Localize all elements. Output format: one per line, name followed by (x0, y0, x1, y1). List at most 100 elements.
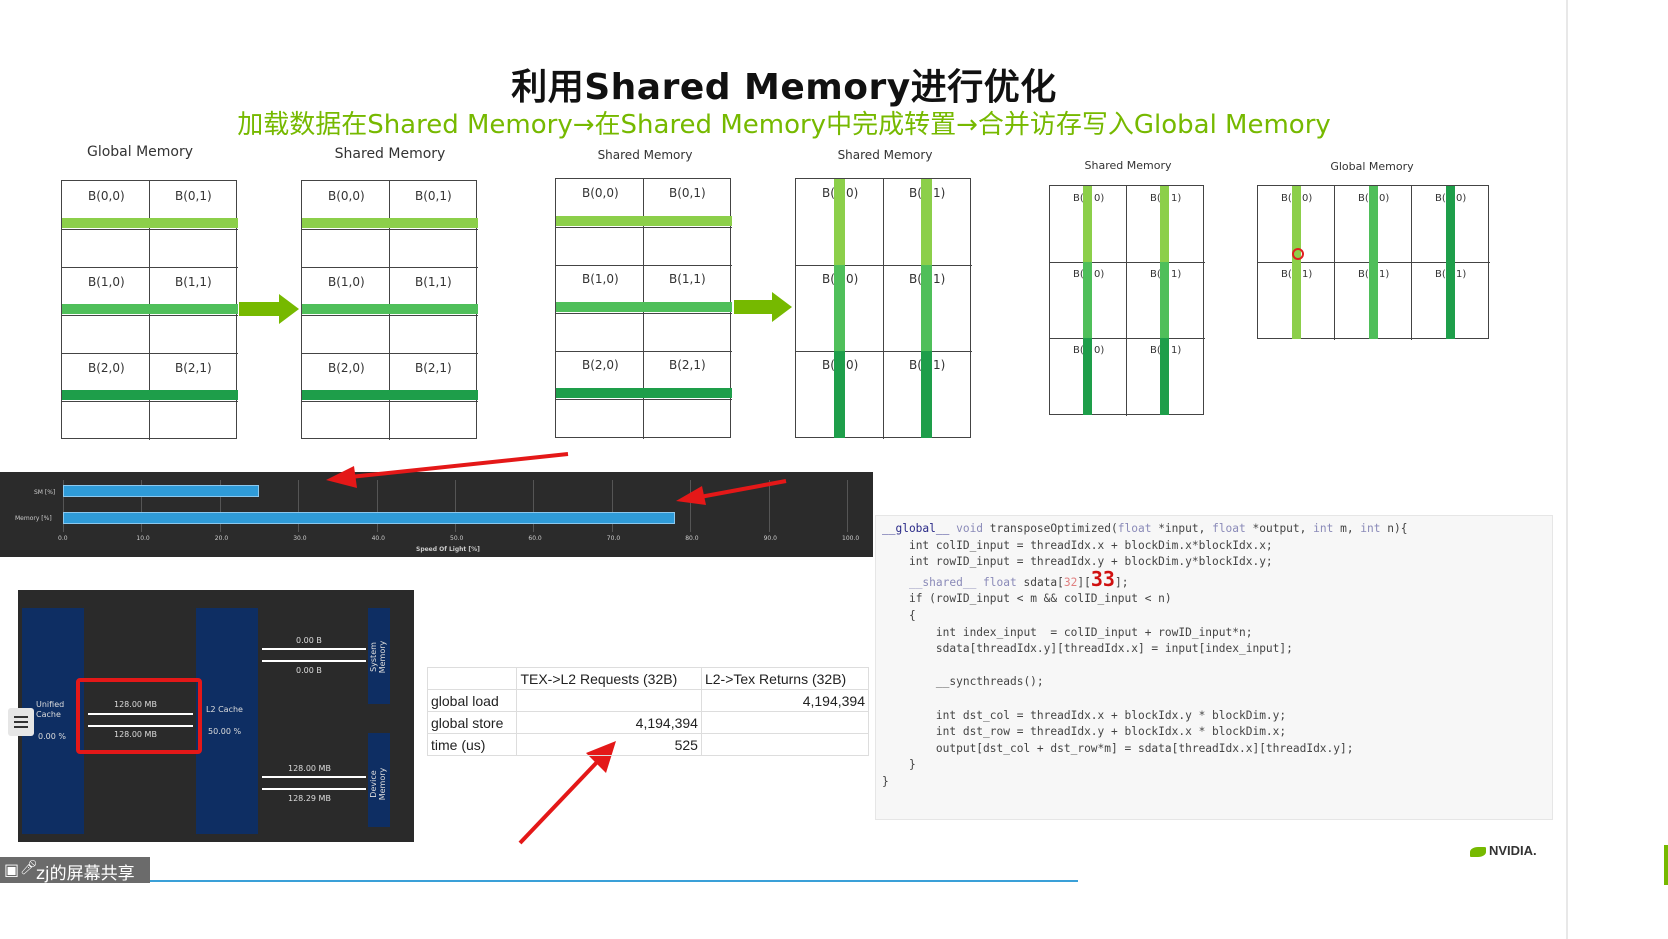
code-token: int (1313, 522, 1334, 535)
cursor-pointer-icon (1292, 248, 1304, 260)
code-line: __syncthreads(); (935, 675, 1044, 689)
table-row: time (us) 525 (426, 733, 870, 756)
table-header (426, 667, 518, 690)
code-line: int dst_row = threadIdx.y + blockIdx.x *… (935, 725, 1287, 739)
cell-partial: B( (1435, 269, 1446, 280)
l2-cache-label: L2 Cache (206, 705, 243, 714)
cell-partial: 0) (1094, 345, 1105, 356)
screen-share-icon: ▣ (4, 860, 20, 879)
cell-partial: B( (1358, 269, 1369, 280)
l1-l2-bottom-value: 128.00 MB (114, 730, 157, 739)
x-tick-label: 50.0 (450, 535, 464, 542)
nvidia-logo: NVIDIA. (1470, 843, 1537, 858)
code-token: float (1117, 522, 1152, 535)
table-header: L2->Tex Returns (32B) (700, 667, 870, 690)
cell-partial: B( (822, 272, 835, 286)
code-line: } (882, 774, 889, 788)
x-tick-label: 30.0 (293, 535, 307, 542)
sys-bottom-value: 0.00 B (296, 666, 322, 675)
cell-partial: B( (1281, 193, 1292, 204)
cell-partial: 1) (1171, 345, 1182, 356)
arrow-dev-bottom (262, 788, 366, 790)
code-token: *output, (1245, 522, 1314, 535)
cell-partial: B( (1150, 269, 1161, 280)
annotation-arrow-1 (326, 452, 569, 488)
code-token: sdata[ (1016, 575, 1064, 589)
screen-share-label: zj的屏幕共享 (36, 864, 135, 884)
screen-share-badge[interactable]: ▣ 🎤︎ zj的屏幕共享 (0, 857, 150, 884)
cell-b00: B(0,0) (328, 189, 365, 203)
sys-top-value: 0.00 B (296, 636, 322, 645)
system-memory-label: System Memory (369, 640, 387, 674)
shared-memory-grid-1: B(0,0) B(0,1) B(1,0) B(1,1) B(2,0) B(2,1… (301, 180, 478, 440)
x-axis-label: Speed Of Light [%] (416, 546, 480, 553)
arrow-l2-to-l1 (88, 713, 193, 715)
table-cell: global store (426, 711, 518, 734)
dev-top-value: 128.00 MB (288, 764, 331, 773)
code-line: int colID_input = threadIdx.x + blockDim… (908, 538, 1273, 552)
cell-partial: B( (1150, 345, 1161, 356)
green-arrow-2 (734, 292, 792, 322)
cell-partial: B( (822, 358, 835, 372)
cell-partial: B( (1073, 193, 1084, 204)
table-cell (700, 733, 870, 756)
x-tick-label: 40.0 (371, 535, 385, 542)
code-line: int index_input = colID_input + rowID_in… (935, 625, 1253, 639)
arrow-dev-top (262, 776, 366, 778)
device-memory-block (368, 733, 390, 827)
cell-partial: B( (822, 186, 835, 200)
cell-b20: B(2,0) (328, 361, 365, 375)
table-cell: global load (426, 689, 518, 712)
cell-partial: 0) (846, 272, 859, 286)
arrow-sys-top (262, 648, 366, 650)
table-header: TEX->L2 Requests (32B) (516, 667, 702, 690)
green-arrow-1 (239, 294, 299, 324)
code-token: ]; (1114, 575, 1129, 589)
x-tick-label: 100.0 (842, 535, 860, 542)
shared-memory-grid-3: B( 0) B( 1) B( 0) B( 1) B( 0) B( 1) (795, 178, 972, 439)
row-label-sm: SM [%] (34, 489, 56, 496)
mic-icon: 🎤︎ (20, 860, 38, 876)
cell-b11: B(1,1) (669, 272, 706, 286)
code-token: n){ (1380, 522, 1408, 535)
shared-memory-label-4: Shared Memory (1084, 159, 1172, 172)
cell-partial: B( (1150, 193, 1161, 204)
cell-b01: B(0,1) (669, 186, 706, 200)
x-tick-label: 70.0 (606, 535, 621, 542)
code-block: __global__ void transposeOptimized(float… (875, 515, 1553, 820)
shared-memory-label-2: Shared Memory (597, 148, 693, 162)
table-cell: 525 (516, 733, 702, 756)
annotation-arrow-2 (676, 479, 787, 505)
table-row: global load 4,194,394 (426, 689, 870, 712)
shared-memory-label-3: Shared Memory (837, 148, 933, 162)
highlight-box (76, 678, 202, 754)
x-tick-label: 60.0 (528, 535, 542, 542)
global-memory-label-2: Global Memory (1330, 160, 1414, 173)
code-token: 33 (1090, 566, 1115, 591)
code-line: int dst_col = threadIdx.x + blockIdx.y *… (935, 708, 1287, 722)
cell-partial: B( (1281, 269, 1292, 280)
cell-partial: B( (909, 358, 922, 372)
code-token: transposeOptimized( (983, 522, 1118, 535)
cell-partial: 0) (846, 358, 859, 372)
cell-b20: B(2,0) (582, 358, 619, 372)
code-token: *input, (1151, 522, 1213, 535)
nvidia-brand-text: NVIDIA. (1489, 843, 1537, 858)
x-tick-label: 10.0 (136, 535, 150, 542)
cell-b21: B(2,1) (669, 358, 706, 372)
code-token: __global__ (882, 522, 950, 535)
code-token: int (1360, 522, 1381, 535)
slide-border (1566, 0, 1568, 939)
table-cell (516, 689, 702, 712)
code-token: ][ (1077, 575, 1091, 589)
device-memory-label: Device Memory (369, 767, 387, 801)
unified-cache-pct: 0.00 % (38, 732, 66, 741)
menu-icon[interactable] (8, 708, 34, 736)
cell-partial: 0) (1094, 269, 1105, 280)
code-line: } (908, 758, 916, 772)
x-tick-label: 90.0 (763, 535, 777, 542)
cell-b10: B(1,0) (328, 275, 365, 289)
table-cell (700, 711, 870, 734)
table-cell: time (us) (426, 733, 518, 756)
